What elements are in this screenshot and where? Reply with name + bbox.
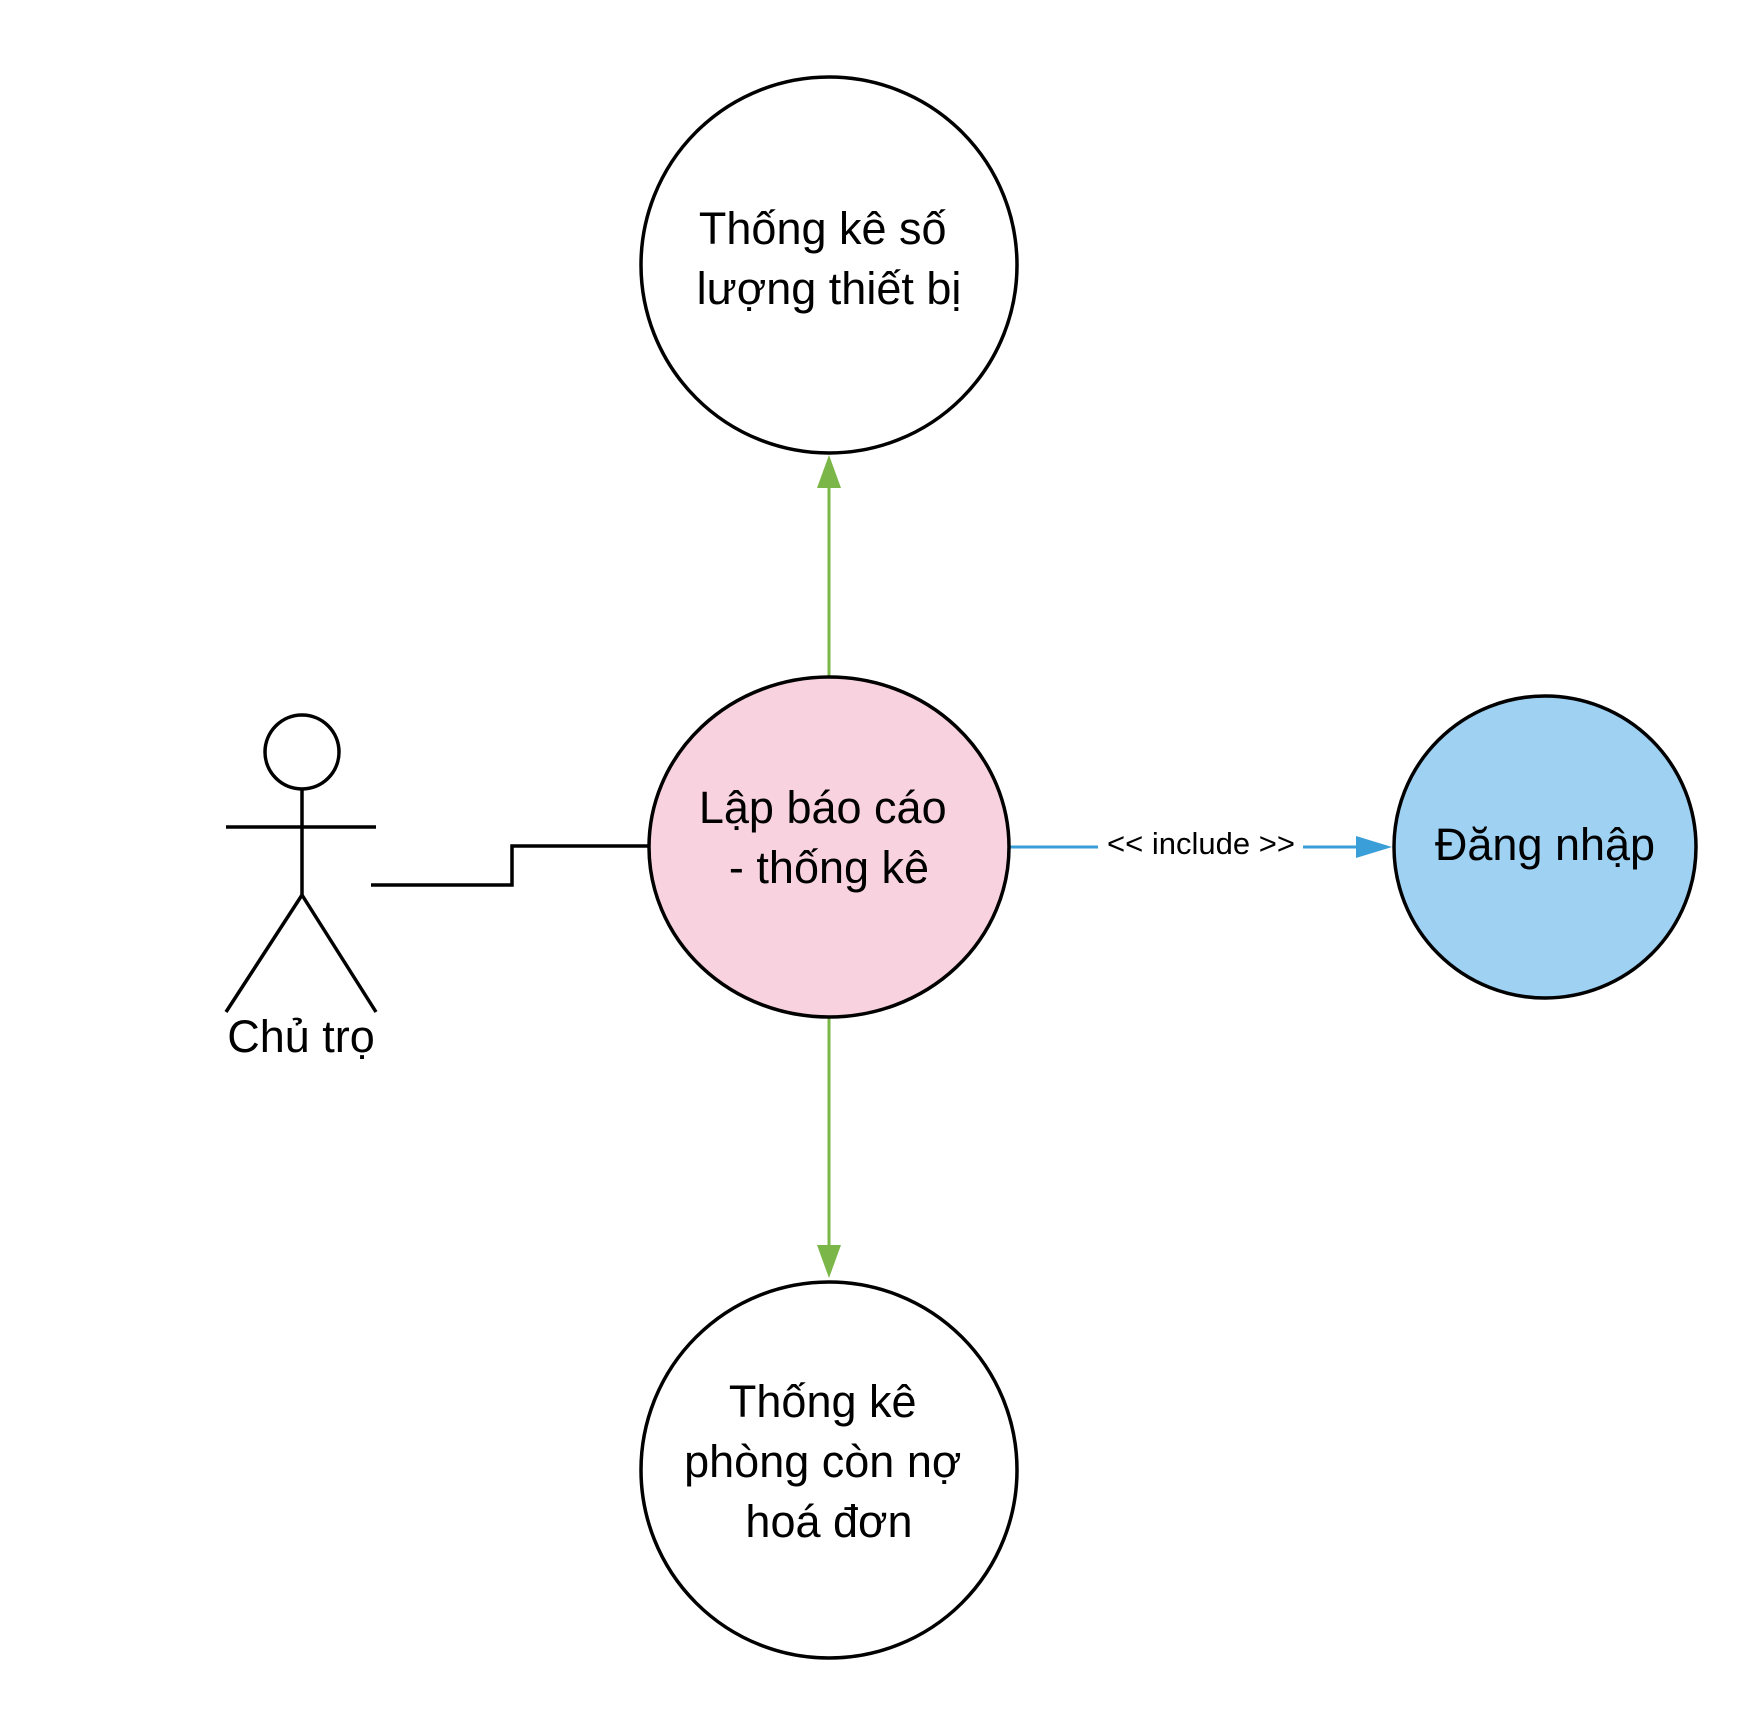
use-case-dang-nhap[interactable]: Đăng nhập [1392,694,1698,1000]
arrowhead-up [817,455,841,488]
actor-label: Chủ trọ [227,1011,375,1062]
actor-left-leg [224,894,304,1013]
actor-right-leg [300,894,378,1013]
association-line [371,844,649,887]
use-case-label: Thống kê phòng còn nợ hoá đơn [684,1376,974,1547]
actor-chu-tro[interactable]: Chủ trọ [224,713,378,1062]
actor-head [263,713,341,791]
arrowhead-right [1356,836,1392,858]
use-case-lap-bao-cao-thong-ke[interactable]: Lập báo cáo - thống kê [647,675,1011,1019]
use-case-shape [647,675,1011,1019]
use-case-shape [639,1280,1019,1660]
use-case-label: Lập báo cáo - thống kê [699,782,959,893]
use-case-thong-ke-phong-con-no-hoa-don[interactable]: Thống kê phòng còn nợ hoá đơn [639,1280,1019,1660]
use-case-thong-ke-so-luong-thiet-bi[interactable]: Thống kê số lượng thiết bị [639,75,1019,455]
use-case-shape [1392,694,1698,1000]
use-case-shape [639,75,1019,455]
arrowhead-down [817,1245,841,1278]
use-case-label: Đăng nhập [1435,819,1655,870]
use-case-label: Thống kê số lượng thiết bị [697,203,962,314]
include-label: << include >> [1107,826,1295,861]
